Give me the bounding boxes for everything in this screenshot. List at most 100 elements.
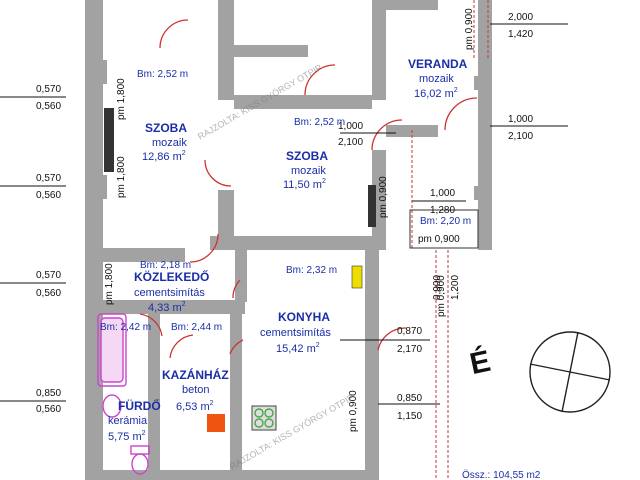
bm-label: Bm: 2,18 m (140, 260, 191, 271)
door-top-szoba (159, 19, 189, 49)
door-szoba1-right (204, 159, 232, 187)
dim-right-4-top: 1,000 (430, 188, 455, 199)
dim-left-1-top: 0,570 (36, 84, 61, 95)
room-area: 12,86 m2 (142, 150, 186, 163)
room-name: KONYHA (278, 310, 330, 324)
dim-left-2-top: 0,570 (36, 173, 61, 184)
dim-left-3-bottom: 0,560 (36, 288, 61, 299)
room-name: VERANDA (408, 57, 468, 71)
dim-right-1-top: 2,000 (508, 12, 533, 23)
bm-label: Bm: 2,52 m (294, 117, 345, 128)
dim-right-6-top: 0,850 (397, 393, 422, 404)
dim-vertical-1: 0,900 (432, 275, 443, 300)
room-szoba-2: SZOBA mozaik 11,50 m2 (283, 149, 328, 191)
dim-right-2-bottom: 2,100 (338, 137, 363, 148)
bm-label: Bm: 2,52 m (137, 69, 188, 80)
room-area: 4,33 m2 (148, 301, 186, 314)
veranda-post-1 (474, 76, 486, 90)
door-kazanhaz (169, 334, 194, 359)
wall-veranda-right (478, 0, 492, 250)
washbasin (102, 394, 122, 418)
toilet-tank (130, 445, 150, 455)
room-veranda: VERANDA mozaik 16,02 m2 (408, 57, 468, 100)
door-bottom (229, 339, 244, 355)
pm-label: pm 0,900 (464, 8, 475, 50)
pm-label: pm 0,900 (436, 275, 447, 317)
pm-label: pm 0,900 (418, 234, 460, 245)
door-szoba2-top (304, 64, 336, 96)
room-name: SZOBA (286, 149, 328, 163)
pm-label: pm 1,800 (116, 156, 127, 198)
boiler-marker (207, 414, 225, 432)
dim-left-1-bottom: 0,560 (36, 101, 61, 112)
room-szoba-1: SZOBA mozaik 12,86 m2 (142, 121, 187, 163)
room-floor: cementsimítás (134, 287, 205, 299)
dim-right-4-bottom: 1,280 (430, 205, 455, 216)
door-szoba2-right (371, 119, 403, 151)
wall-veranda-top (386, 0, 438, 10)
window-szoba1 (104, 108, 114, 172)
toilet-bowl (131, 453, 149, 475)
room-floor: kerámia (108, 415, 148, 427)
dim-left-4-bottom: 0,560 (36, 404, 61, 415)
wall-bath-divider (148, 314, 160, 480)
walls (85, 0, 492, 480)
pm-label: pm 1,800 (116, 78, 127, 120)
doors (139, 19, 478, 359)
guide-lines (411, 0, 489, 480)
bm-label: Bm: 2,32 m (286, 265, 337, 276)
wall-mid-horizontal-left (85, 248, 185, 262)
dim-left-2-bottom: 0,560 (36, 190, 61, 201)
wall-lower-horizontal (85, 300, 245, 314)
watermark: RAJZOLTA: KISS GYÖRGY OTPIP (228, 392, 356, 471)
window-szoba2 (368, 185, 376, 227)
sill-height-labels: pm 1,800 pm 1,800 pm 1,800 pm 0,900 pm 0… (104, 8, 475, 432)
room-area: 5,75 m2 (108, 430, 146, 443)
dim-left-3-top: 0,570 (36, 270, 61, 281)
door-veranda (444, 97, 478, 131)
dimension-lines (0, 23, 568, 405)
room-area: 6,53 m2 (176, 400, 214, 413)
north-compass: É (467, 331, 611, 413)
pm-label: pm 0,900 (378, 176, 389, 218)
bath-fixtures (97, 313, 150, 475)
room-kazanhaz: KAZÁNHÁZ beton 6,53 m2 (162, 367, 229, 413)
bm-label: Bm: 2,42 m (100, 322, 151, 333)
room-floor: beton (182, 384, 210, 396)
wall-konyha-right (365, 250, 379, 480)
room-floor: cementsimítás (260, 327, 331, 339)
room-konyha: KONYHA cementsimítás 15,42 m2 (260, 310, 331, 355)
wall-szoba-divider-lower (218, 190, 234, 250)
wall-kazanhaz-divider (230, 314, 242, 480)
room-name: FÜRDŐ (118, 398, 161, 413)
door-bath (139, 313, 163, 337)
wall-left-stub-1 (85, 60, 107, 84)
dim-right-1-bottom: 1,420 (508, 29, 533, 40)
dim-left-4-top: 0,850 (36, 388, 61, 399)
room-floor: mozaik (152, 137, 187, 149)
veranda-outline (409, 209, 479, 249)
room-area: 16,02 m2 (414, 87, 458, 100)
north-label: É (467, 344, 494, 381)
wall-left-stub-2 (85, 175, 107, 199)
room-area: 15,42 m2 (276, 342, 320, 355)
pm-label: pm 1,800 (104, 263, 115, 305)
room-kozlekedo: KÖZLEKEDŐ cementsimítás 4,33 m2 (134, 269, 209, 314)
dim-right-6-bottom: 1,150 (397, 411, 422, 422)
dimension-values: 0,570 0,560 0,570 0,560 0,570 0,560 0,85… (36, 12, 533, 422)
room-name: KAZÁNHÁZ (162, 367, 229, 382)
wall-top-right (372, 0, 386, 100)
bathtub (97, 313, 127, 387)
dim-vertical-2: 1,200 (450, 275, 461, 300)
wall-konyha-left (235, 250, 247, 302)
pm-label: pm 0,900 (348, 390, 359, 432)
room-furdo: FÜRDŐ kerámia 5,75 m2 (108, 398, 161, 443)
room-floor: mozaik (291, 165, 326, 177)
veranda-post-2 (474, 186, 486, 200)
dim-right-2-top: 1,000 (338, 121, 363, 132)
wall-bottom (85, 470, 379, 480)
room-floor: mozaik (419, 73, 454, 85)
ceiling-height-labels: Bm: 2,52 m Bm: 2,52 m Bm: 2,18 m Bm: 2,3… (100, 69, 471, 333)
dim-right-5-bottom: 2,170 (397, 344, 422, 355)
room-name: SZOBA (145, 121, 187, 135)
